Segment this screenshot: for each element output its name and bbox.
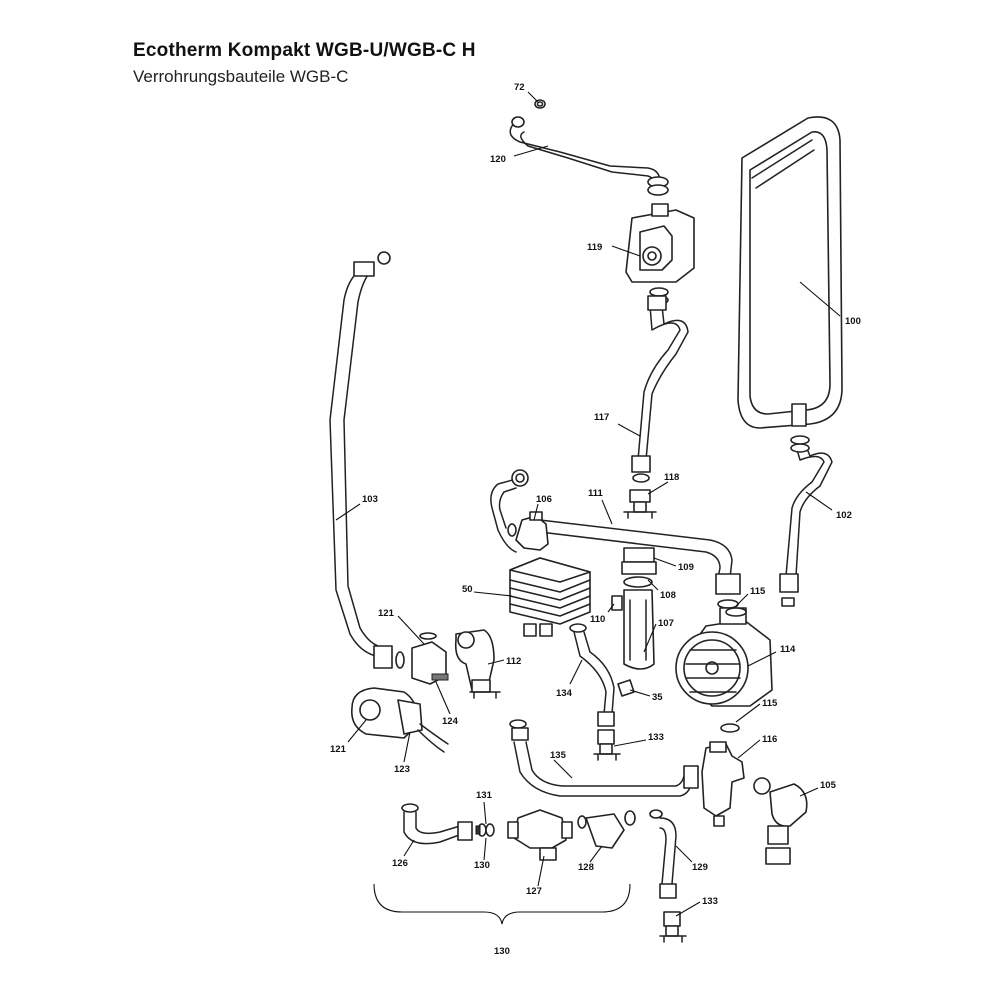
part-label: 124 bbox=[442, 716, 459, 727]
part-label: 111 bbox=[588, 488, 604, 499]
elbow-126 bbox=[401, 803, 473, 845]
part-label: 127 bbox=[526, 886, 542, 897]
part-label: 112 bbox=[506, 656, 521, 667]
pump-114 bbox=[675, 607, 773, 707]
pipe-102 bbox=[779, 435, 833, 607]
part-label: 134 bbox=[556, 688, 573, 699]
fitting-105 bbox=[753, 777, 808, 865]
part-label: 72 bbox=[514, 82, 525, 93]
part-labels: 72 120 119 100 103 117 118 106 111 102 1… bbox=[330, 82, 861, 957]
valve-133-lower bbox=[659, 911, 687, 943]
part-label: 130 bbox=[494, 946, 510, 957]
washer-115-top bbox=[725, 607, 747, 617]
part-label: 115 bbox=[762, 698, 778, 709]
part-label: 135 bbox=[550, 750, 567, 761]
part-label: 108 bbox=[660, 590, 676, 601]
valve-133-upper bbox=[593, 729, 621, 761]
clip-35 bbox=[617, 679, 635, 697]
part-label: 114 bbox=[780, 644, 796, 655]
part-label: 116 bbox=[762, 734, 777, 745]
three-way-fitting-127 bbox=[507, 809, 573, 861]
part-label: 120 bbox=[490, 154, 506, 165]
pipe-103 bbox=[329, 251, 405, 669]
part-label: 128 bbox=[578, 862, 594, 873]
part-label: 117 bbox=[594, 412, 609, 423]
part-label: 115 bbox=[750, 586, 766, 597]
column-107 bbox=[611, 547, 657, 670]
valve-116 bbox=[701, 741, 745, 827]
part-label: 133 bbox=[702, 896, 718, 907]
pipe-117 bbox=[631, 295, 689, 483]
seal-131 bbox=[475, 823, 495, 837]
part-label: 102 bbox=[836, 510, 852, 521]
pipe-111 bbox=[490, 469, 741, 609]
part-label: 123 bbox=[394, 764, 410, 775]
expansion-vessel-100 bbox=[737, 116, 843, 429]
part-label: 121 bbox=[378, 608, 395, 619]
part-label: 131 bbox=[476, 790, 493, 801]
part-label: 35 bbox=[652, 692, 663, 703]
part-label: 133 bbox=[648, 732, 664, 743]
part-label: 119 bbox=[587, 242, 602, 253]
gas-valve-119 bbox=[625, 203, 695, 305]
washer-115-bottom bbox=[720, 723, 740, 733]
part-label: 103 bbox=[362, 494, 378, 505]
pipe-134 bbox=[569, 623, 615, 727]
valve-121 bbox=[411, 632, 449, 685]
part-label: 118 bbox=[664, 472, 679, 483]
leader-lines bbox=[335, 91, 841, 917]
part-label: 107 bbox=[658, 618, 674, 629]
part-label: 106 bbox=[536, 494, 552, 505]
fitting-112 bbox=[454, 629, 501, 699]
part-label: 126 bbox=[392, 858, 408, 869]
group-brace-130 bbox=[373, 883, 631, 925]
page-title: Ecotherm Kompakt WGB-U/WGB-C H bbox=[133, 40, 476, 61]
part-label: 100 bbox=[845, 316, 861, 327]
plate-heat-exchanger-50 bbox=[509, 557, 591, 637]
part-label: 110 bbox=[590, 614, 605, 625]
sensor-121 bbox=[350, 687, 449, 753]
pipe-129 bbox=[649, 809, 677, 899]
filter-128 bbox=[577, 810, 636, 849]
pipe-135 bbox=[509, 719, 699, 797]
part-label: 109 bbox=[678, 562, 694, 573]
part-label: 105 bbox=[820, 780, 837, 791]
part-label: 121 bbox=[330, 744, 347, 755]
valve-118 bbox=[623, 489, 657, 519]
page-subtitle: Verrohrungsbauteile WGB-C bbox=[133, 67, 349, 86]
pipe-120 bbox=[509, 99, 669, 196]
valve-106 bbox=[507, 511, 549, 551]
part-label: 130 bbox=[474, 860, 490, 871]
part-label: 129 bbox=[692, 862, 708, 873]
part-label: 50 bbox=[462, 584, 473, 595]
